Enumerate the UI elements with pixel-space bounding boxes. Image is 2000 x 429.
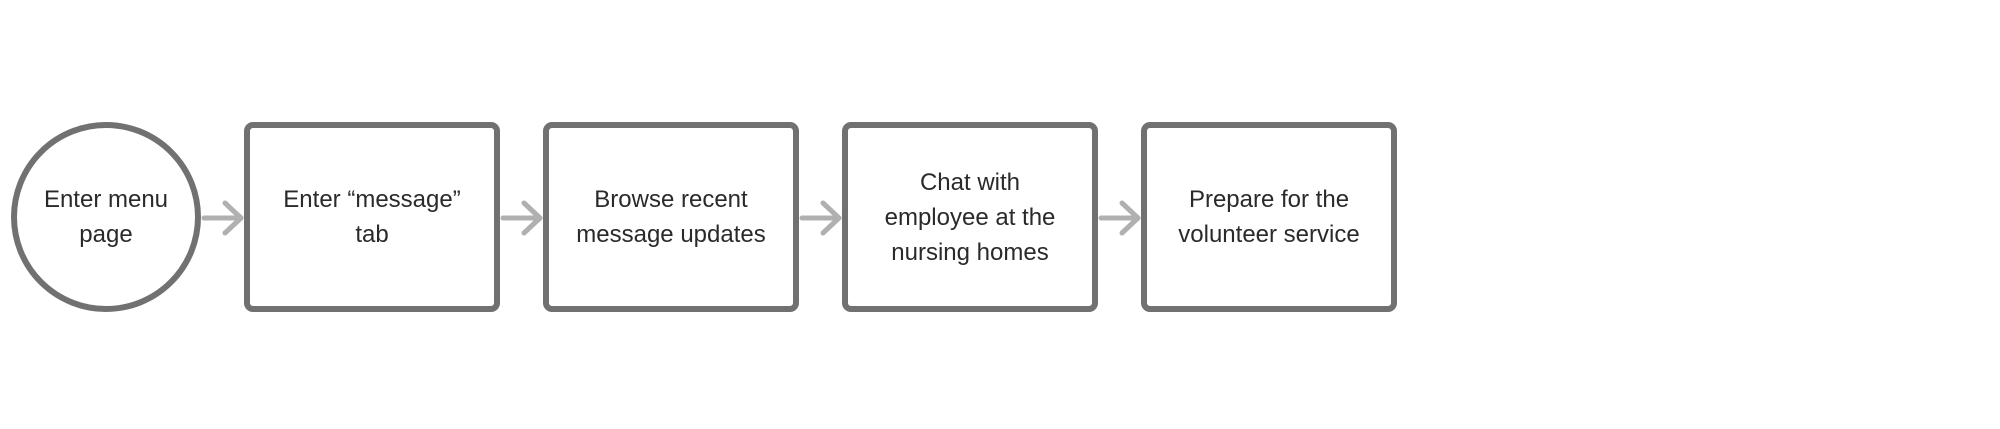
arrow-connector-1 [201,198,245,238]
arrow-right-icon [201,200,244,236]
step-label: Prepare for the volunteer service [1178,186,1360,248]
arrow-right-icon [500,200,543,236]
step-chat-with-employee: Chat with employee at the nursing homes [842,122,1098,312]
step-label: Browse recent message updates [576,186,766,248]
arrow-right-icon [1098,200,1141,236]
arrow-connector-4 [1098,198,1142,238]
step-label: Chat with employee at the nursing homes [884,168,1056,266]
step-prepare-volunteer-service: Prepare for the volunteer service [1141,122,1397,312]
step-enter-menu-page: Enter menu page [11,122,201,312]
arrow-connector-3 [799,198,843,238]
step-label: Enter “message” tab [283,186,461,248]
arrow-connector-2 [500,198,544,238]
step-enter-message-tab: Enter “message” tab [244,122,500,312]
step-label: Enter menu page [43,186,169,248]
arrow-right-icon [799,200,842,236]
step-browse-message-updates: Browse recent message updates [543,122,799,312]
